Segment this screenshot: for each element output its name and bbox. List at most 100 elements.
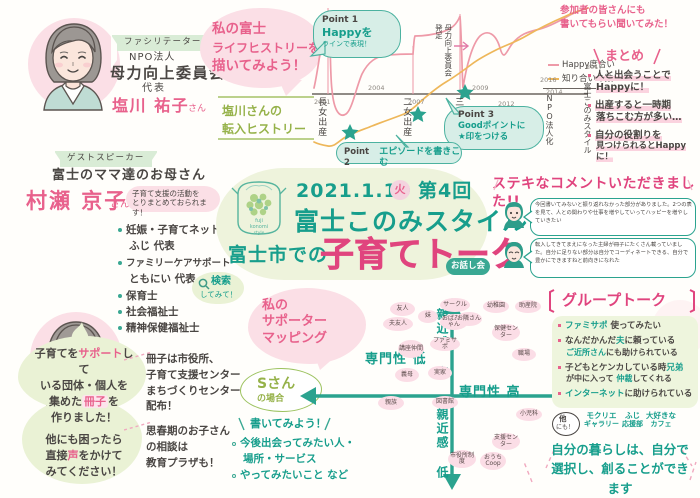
extras-item-2: 大好きな カフェ <box>646 411 676 429</box>
summary-bullet-2-line-1: 自分の役割りを <box>595 129 662 141</box>
mapping-node: 親族 <box>378 396 404 410</box>
event-title-band <box>216 168 488 280</box>
extras-item-1-main: ふじ <box>625 411 640 420</box>
chart-event-label-4: 富士このみスタイル <box>583 82 592 154</box>
closing-message: 自分の暮らしは、自分で 選択し、創ることができます <box>546 440 694 498</box>
booklet-note-1-line-2: まちづくりセンターで <box>146 384 251 397</box>
legend-item-1: 知り合いの数 <box>548 74 615 85</box>
booklet-note-1-dash <box>124 351 153 361</box>
bullet-icon <box>118 260 122 265</box>
point2-title: Point 2 <box>344 147 370 168</box>
group-talk-item-1-post: に頼っている <box>624 336 676 347</box>
chart-event-label-1: 二女出産 <box>401 97 412 137</box>
mapping-node: 夫友人 <box>383 317 413 331</box>
event-edition: 第4回 <box>418 180 473 202</box>
mapping-prompt-item-0: 今後出会ってみたい人・ <box>240 437 355 449</box>
event-main-prefix: 富士市での <box>228 244 329 266</box>
extras-badge-line-1: 他 <box>559 414 567 423</box>
booklet-line-6: みてください！ <box>45 464 123 478</box>
comment-bubble-2: 転入してきてまえになった主婦が冊子にたくさん載っていました。自分に足りない部分は… <box>523 238 696 278</box>
group-talk-item-2-sub-post: してくれる <box>632 374 672 384</box>
prompt-line-2: ライフヒストリーを <box>212 40 321 55</box>
summary-lead-line-1: 参加者の皆さんにも <box>560 5 646 16</box>
bullet-icon <box>118 228 122 232</box>
summary-bullet-2-line-2: 見つけられるとHappyに！ <box>596 141 687 162</box>
search-badge[interactable]: 検索 してみて！ <box>192 272 244 304</box>
mapping-case-bubble: Sさん の場合 <box>240 368 322 412</box>
booklet-note-2: 思春期のお子さん の相談は 教育プラザも！ <box>146 424 230 471</box>
bullet-icon <box>118 293 122 298</box>
credential-4: 保育士 <box>126 289 158 302</box>
summary-heading: まとめ <box>605 49 645 64</box>
history-caption-line-1: 塩川さんの <box>222 104 283 118</box>
mapping-prompt-heading: 書いてみよう！ <box>250 417 327 430</box>
chart-annotation-point2: Point 2 エピソードを書きこむ <box>336 134 462 168</box>
chart-svg: 2004 2009 2001 2007 2012 2014 <box>312 7 589 147</box>
extras-badge-line-2: にも！ <box>556 424 575 431</box>
bullet-icon <box>558 324 561 327</box>
legend-label-0: Happy度合い <box>562 60 615 70</box>
credential-2: ファミリーケアサポート <box>126 257 231 269</box>
group-talk-item-2-sub-pre: が中に入って <box>566 374 617 384</box>
event-format-badge: お話し会 <box>446 258 490 275</box>
bullet-icon <box>558 339 561 343</box>
point1-title: Point 1 <box>322 15 358 25</box>
point1-line-1: Happyを <box>322 26 373 40</box>
mapping-case-line-2: の場合 <box>257 393 285 404</box>
mapping-prompt-item-1: 場所・サービス <box>243 452 317 465</box>
extras-item-2-sub: カフェ <box>650 420 672 429</box>
booklet-note-1-line-0: 冊子は市役所、 <box>146 353 220 365</box>
booklet-line-2-hl: 冊子 <box>82 394 108 408</box>
mapping-axis-down-label: 親近感 低 <box>435 408 449 480</box>
guest-credentials: 妊娠・子育てネット ふじ 代表 ファミリーケアサポート ともにい 代表 保育士 … <box>118 222 246 336</box>
booklet-line-5-post: をかけて <box>78 448 123 462</box>
booklet-line-1: いる団体・個人を <box>40 378 128 392</box>
summary-bullet-0-line-2: Happyに！ <box>596 81 650 93</box>
facilitator-tag-label: ファシリテーター <box>111 35 215 68</box>
konomi-logo: fuji konomi style <box>230 176 288 238</box>
comment-text-2: 転入してきてまえになった主婦が冊子にたくさん載っていました。自分に足りない部分は… <box>535 242 689 265</box>
event-series-name: 富士このみスタイル <box>294 207 529 236</box>
svg-text:fuji: fuji <box>255 218 263 224</box>
bullet-icon <box>118 326 122 331</box>
chart-tick-2017: 2017 <box>586 63 603 71</box>
bullet-icon <box>558 365 561 369</box>
chart-legend: Happy度合い 知り合いの数 <box>548 60 615 84</box>
booklet-line-3: 作りました！ <box>51 410 117 424</box>
bullet-icon <box>118 309 122 314</box>
comment-text-1: 今回書いてみないと振り返れなかった部分がありました。2つの表を見て、人との関わり… <box>535 202 692 225</box>
day-of-week-label: 火 <box>394 183 406 197</box>
summary-bullet-2: 自分の役割りを 見つけられるとHappyに！ <box>588 129 700 163</box>
group-talk-item-0-hl: ファミサポ <box>565 321 608 331</box>
group-talk-item-2: 子どもとケンカしている時兄弟 が中に入って 仲裁してくれる <box>558 363 694 385</box>
facilitator-tag-ribbon: ファシリテーター <box>111 29 215 68</box>
summary-bullet-0: 人と出会うことで Happyに！ <box>588 70 700 94</box>
booklet-note-1: 冊子は市役所、 子育て支援センター まちづくりセンターで 配布！ <box>146 352 250 415</box>
mapping-node: お隣さん <box>456 312 482 326</box>
search-badge-line-1: 検索 <box>211 276 231 287</box>
chart-event-label-3: NPO法人化 <box>545 94 554 145</box>
summary-lead-line-2: 書いてもらい聞いてみた！ <box>560 19 673 31</box>
bullet-icon <box>588 74 591 77</box>
point1-line-2: ラインで表現！ <box>322 40 371 48</box>
booklet-note-1-line-1: 子育て支援センター <box>146 368 241 381</box>
event-date: 2021.1.19 <box>296 180 412 202</box>
prompt-speech-bubble: 私の富士 ライフヒストリーを 描いてみよう！ <box>200 8 322 96</box>
booklet-note-2-line-2: 教育プラザも！ <box>146 456 220 469</box>
bullet-icon <box>232 442 236 446</box>
closing-line-2: 選択し、創ることができます <box>551 461 689 496</box>
mapping-prompt-heading-wrap: 書いてみよう！ <box>236 416 336 432</box>
mapping-node: 保健センター <box>492 324 520 341</box>
comments-heading-wrap: ステキなコメントいただきました!! <box>492 176 698 210</box>
bullet-icon <box>558 392 561 395</box>
extras-item-1-sub: 応援部 <box>622 420 643 429</box>
summary-heading-wrap: まとめ <box>590 47 664 67</box>
mapping-case-line-1: Sさん <box>257 376 296 392</box>
bullet-icon <box>232 473 236 478</box>
guest-tag-label: ゲストスピーカー <box>54 151 158 184</box>
event-format-label: お話し会 <box>450 261 485 272</box>
guest-note-line-1: 子育て支援の活動を <box>132 189 200 198</box>
event-main-highlight: 子育てトーク <box>320 235 525 276</box>
mapping-node: 講座仲間 <box>398 340 424 358</box>
